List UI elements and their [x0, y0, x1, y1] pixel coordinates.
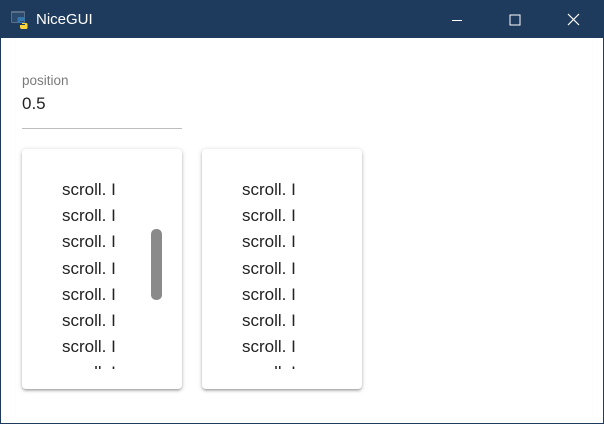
list-item: scroll. I — [62, 258, 116, 278]
maximize-button[interactable] — [492, 1, 538, 38]
python-app-icon — [11, 11, 28, 29]
list-item: scroll. I — [242, 232, 296, 252]
list-item: scroll. I — [242, 310, 296, 330]
maximize-icon — [509, 14, 521, 25]
list-item: scroll. I — [62, 284, 116, 304]
list-item: scroll. I — [62, 180, 116, 199]
close-icon — [567, 13, 579, 26]
list-item: scroll. I — [242, 258, 296, 278]
list-item: scroll. I — [62, 232, 116, 252]
scroll-area-1[interactable]: scroll. I scroll. I scroll. I scroll. I … — [22, 177, 182, 369]
position-field[interactable]: position — [22, 71, 182, 129]
list-item: scroll. I — [62, 310, 116, 330]
scroll-card-2: scroll. I scroll. I scroll. I scroll. I … — [202, 149, 362, 389]
scroll-area-2[interactable]: scroll. I scroll. I scroll. I scroll. I … — [202, 177, 362, 369]
minimize-button[interactable] — [434, 1, 480, 38]
window-title: NiceGUI — [36, 11, 93, 28]
list-item: scroll. I — [242, 206, 296, 226]
list-item: scroll. I — [242, 360, 342, 369]
scroll-content-2: scroll. I scroll. I scroll. I scroll. I … — [242, 177, 342, 369]
list-item: scroll. I — [62, 360, 162, 369]
position-label: position — [22, 73, 69, 88]
list-item: scroll. I — [242, 337, 296, 357]
list-item: scroll. I — [242, 284, 296, 304]
close-button[interactable] — [550, 1, 596, 38]
minimize-icon — [452, 19, 462, 21]
title-bar[interactable]: NiceGUI — [1, 1, 603, 38]
scroll-content-1: scroll. I scroll. I scroll. I scroll. I … — [62, 177, 162, 369]
scroll-card-1: scroll. I scroll. I scroll. I scroll. I … — [22, 149, 182, 389]
list-item: scroll. I — [62, 337, 116, 357]
list-item: scroll. I — [62, 206, 116, 226]
scrollbar-thumb[interactable] — [151, 229, 162, 300]
position-input[interactable] — [22, 94, 182, 114]
list-item: scroll. I — [242, 180, 296, 199]
